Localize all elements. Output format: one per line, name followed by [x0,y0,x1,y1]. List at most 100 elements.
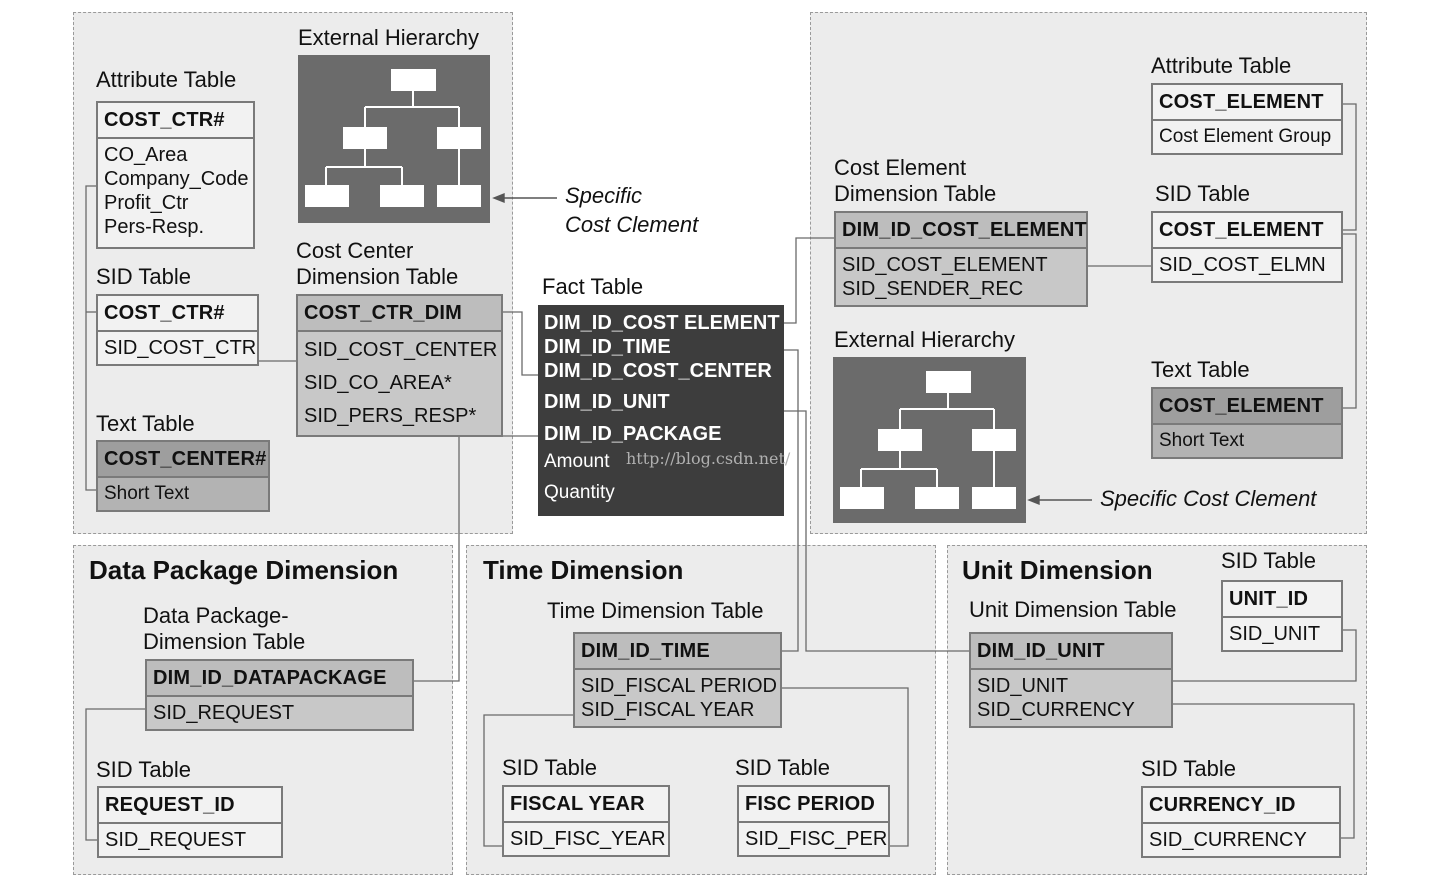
table-row: SID_PERS_RESP* [304,405,477,427]
table-header: COST_ELEMENT [1153,85,1341,121]
table-header: DIM_ID_TIME [575,634,780,670]
table-header: COST_CTR_DIM [298,296,501,332]
cost-element-attribute-table: COST_ELEMENT Cost Element Group [1151,83,1343,155]
data-package-title: Data Package Dimension [89,555,399,585]
hierarchy-tree-icon [325,91,460,185]
currency-sid-label: SID Table [1141,756,1236,781]
table-header: REQUEST_ID [99,788,281,824]
table-header: UNIT_ID [1223,582,1341,618]
request-sid-table: REQUEST_ID SID_REQUEST [97,786,283,858]
cost-center-dimension-table: COST_CTR_DIM SID_COST_CENTER SID_CO_AREA… [296,294,503,437]
unit-sid-table: UNIT_ID SID_UNIT [1221,580,1343,652]
table-row: SID_COST_CTR [104,337,257,359]
time-dimension-title: Time Dimension [483,555,684,585]
cost-center-sid-label: SID Table [96,264,191,289]
hierarchy-node [343,127,387,149]
fact-row: Amount [544,451,610,472]
table-row: Short Text [104,483,190,504]
table-header: COST_CTR# [98,296,257,332]
hierarchy-node [437,127,481,149]
unit-dim-label: Unit Dimension Table [969,597,1177,622]
cost-element-text-table: COST_ELEMENT Short Text [1151,387,1343,459]
currency-sid-table: CURRENCY_ID SID_CURRENCY [1141,786,1341,858]
table-row: SID_FISC_PER [745,828,888,850]
cost-center-attribute-label: Attribute Table [96,67,237,92]
watermark: http://blog.csdn.net/ [626,449,791,468]
cost-element-text-label: Text Table [1151,357,1250,382]
table-row: SID_FISCAL PERIOD [581,675,777,697]
table-header: CURRENCY_ID [1143,788,1339,824]
table-row: Pers-Resp. [104,216,205,238]
hierarchy-node [972,487,1016,509]
fact-row: DIM_ID_UNIT [544,391,670,413]
data-package-dim-label: Data Package- Dimension Table [143,603,306,654]
cost-center-dim-label: Cost Center Dimension Table [296,238,459,289]
specific-cost-clement-label-2: Specific Cost Clement [1100,486,1317,511]
table-row: SID_SENDER_REC [842,278,1024,300]
table-row: SID_UNIT [1229,623,1321,645]
table-header: COST_CENTER# [98,442,268,478]
table-header: DIM_ID_COST_ELEMENT [836,213,1087,249]
hierarchy-node [840,487,884,509]
time-dim-label: Time Dimension Table [547,598,764,623]
fiscal-year-sid-table: FISCAL YEAR SID_FISC_YEAR [502,785,670,857]
table-header: DIM_ID_DATAPACKAGE [147,661,412,697]
hierarchy-node [391,69,436,91]
hierarchy-node [926,371,971,393]
unit-dimension-title: Unit Dimension [962,555,1153,585]
table-row: CO_Area [104,144,188,166]
table-header: DIM_ID_UNIT [971,634,1171,670]
fiscal-year-sid-label: SID Table [502,755,597,780]
cost-element-hierarchy-label: External Hierarchy [834,327,1015,352]
table-row: Short Text [1159,430,1245,451]
fact-row: DIM_ID_COST_CENTER [544,360,772,382]
table-row: Company_Code [104,168,249,190]
hierarchy-node [437,185,481,207]
table-row: SID_CURRENCY [977,699,1135,721]
fact-row: DIM_ID_PACKAGE [544,423,722,445]
table-row: SID_CURRENCY [1149,829,1307,851]
table-row: SID_COST_ELMN [1159,254,1326,276]
data-package-sid-label: SID Table [96,757,191,782]
cost-center-sid-table: COST_CTR# SID_COST_CTR [96,294,259,366]
table-row: Cost Element Group [1159,126,1332,147]
cost-center-hierarchy-label: External Hierarchy [298,25,479,50]
table-header: FISCAL YEAR [504,787,668,823]
table-row: Profit_Ctr [104,192,189,214]
hierarchy-node [380,185,424,207]
hierarchy-node [972,429,1016,451]
cost-center-text-label: Text Table [96,411,195,436]
table-row: SID_FISCAL YEAR [581,699,755,721]
hierarchy-node [915,487,959,509]
cost-element-sid-table: COST_ELEMENT SID_COST_ELMN [1151,211,1343,283]
table-row: SID_REQUEST [105,829,247,851]
hierarchy-tree-icon [860,393,995,487]
unit-sid-label: SID Table [1221,548,1316,573]
data-package-dimension-table: DIM_ID_DATAPACKAGE SID_REQUEST [145,659,414,731]
cost-element-dimension-table: DIM_ID_COST_ELEMENT SID_COST_ELEMENT SID… [834,211,1088,307]
fiscal-period-sid-table: FISC PERIOD SID_FISC_PER [737,785,890,857]
hierarchy-node [305,185,349,207]
cost-center-text-table: COST_CENTER# Short Text [96,440,270,512]
fact-table: DIM_ID_COST ELEMENT DIM_ID_TIME DIM_ID_C… [538,305,784,516]
table-row: SID_UNIT [977,675,1069,697]
cost-element-sid-label: SID Table [1155,181,1250,206]
time-dimension-table: DIM_ID_TIME SID_FISCAL PERIOD SID_FISCAL… [573,632,782,728]
table-header: COST_CTR# [98,103,253,139]
fact-row: DIM_ID_COST ELEMENT [544,312,780,334]
fact-row: DIM_ID_TIME [544,336,671,358]
table-row: SID_FISC_YEAR [510,828,666,850]
fiscal-period-sid-label: SID Table [735,755,830,780]
fact-row: Quantity [544,482,615,503]
table-row: SID_COST_ELEMENT [842,254,1048,276]
table-header: FISC PERIOD [739,787,888,823]
table-header: COST_ELEMENT [1153,213,1341,249]
cost-element-hierarchy-diagram [833,357,1026,523]
table-header: COST_ELEMENT [1153,389,1341,425]
hierarchy-node [878,429,922,451]
fact-table-label: Fact Table [542,274,644,299]
cost-element-attribute-label: Attribute Table [1151,53,1292,78]
table-row: SID_CO_AREA* [304,372,452,394]
table-row: SID_REQUEST [153,702,295,724]
table-row: SID_COST_CENTER [304,339,498,361]
